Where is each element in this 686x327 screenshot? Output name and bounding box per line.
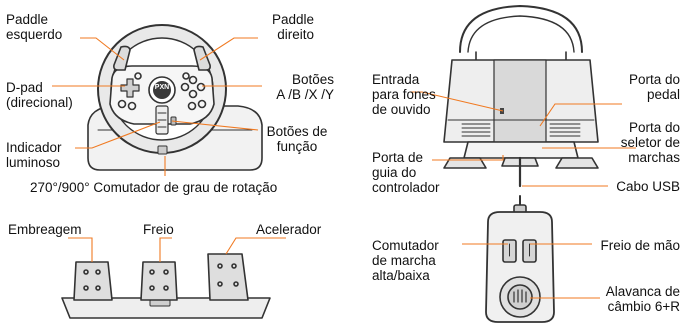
steering-wheel-rear — [443, 5, 599, 188]
label-rotation-switch: 270°/900° Comutador de grau de rotação — [30, 180, 278, 195]
label-handbrake: Freio de mão — [600, 238, 680, 253]
leader-lines — [52, 37, 636, 299]
gear-shifter — [485, 195, 555, 323]
label-clutch: Embreagem — [8, 222, 82, 237]
label-dpad: D-pad(direcional) — [6, 80, 73, 110]
wheel-logo: PXN — [154, 84, 170, 91]
pedal-unit — [61, 253, 271, 319]
label-accelerator: Acelerador — [256, 222, 322, 237]
label-usb-cable: Cabo USB — [616, 179, 680, 194]
label-brake: Freio — [143, 222, 174, 237]
steering-wheel-front — [87, 24, 263, 171]
